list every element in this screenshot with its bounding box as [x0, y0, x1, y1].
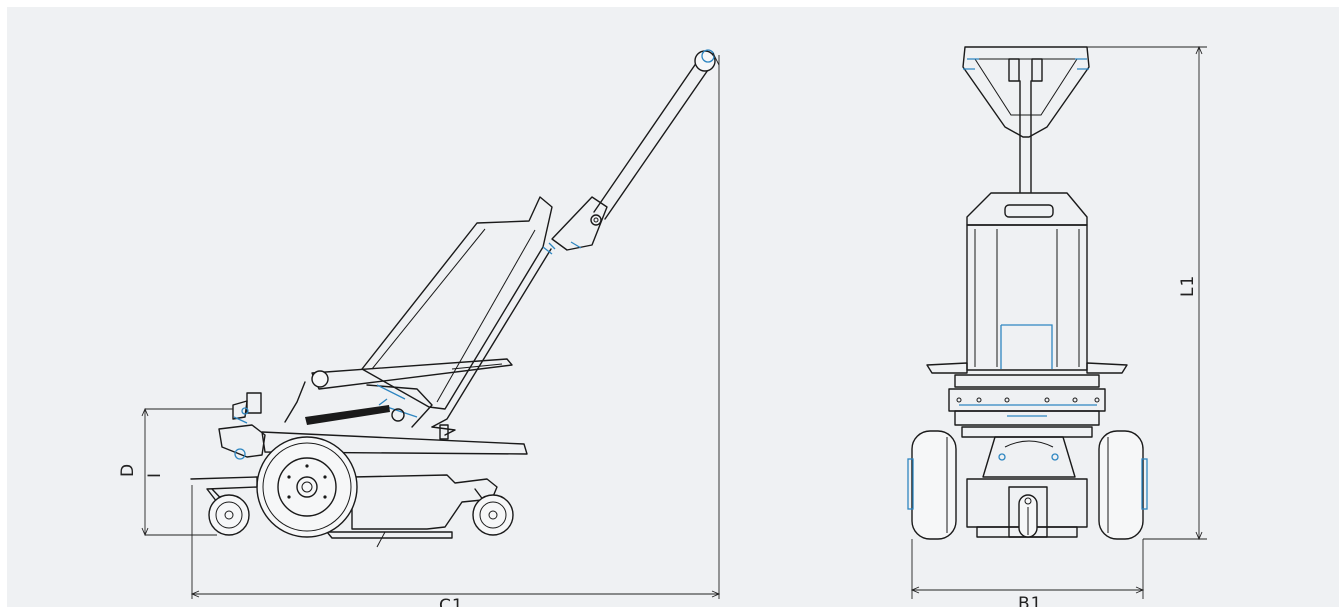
dim-label-b1: B1: [1018, 594, 1042, 607]
drawing-canvas: C1 D I B1 L1: [7, 7, 1339, 607]
side-chassis: [261, 424, 528, 548]
side-piston: [305, 398, 390, 425]
front-center-caster: [1008, 486, 1048, 538]
side-front-guard: [218, 392, 266, 460]
dim-label-i: I: [145, 472, 165, 478]
front-left-wheel: [907, 430, 957, 540]
side-view: [141, 49, 721, 599]
front-handle: [962, 46, 1090, 193]
side-front-caster: [190, 476, 258, 536]
side-dimensions: [141, 52, 721, 599]
front-view: [907, 45, 1207, 599]
side-body: [361, 196, 553, 428]
side-drive-wheel: [256, 436, 358, 538]
side-tiller: [548, 49, 716, 251]
front-right-wheel: [1098, 430, 1148, 540]
dim-label-d: D: [118, 463, 138, 477]
front-chassis: [948, 374, 1106, 538]
dim-label-l1: L1: [1178, 275, 1198, 297]
side-arm: [284, 358, 513, 428]
dim-label-c1: C1: [439, 596, 464, 607]
side-rear-caster: [472, 488, 514, 536]
technical-drawing: C1 D I B1 L1: [118, 45, 1207, 607]
front-body: [926, 192, 1128, 374]
front-dimensions: [910, 45, 1207, 599]
